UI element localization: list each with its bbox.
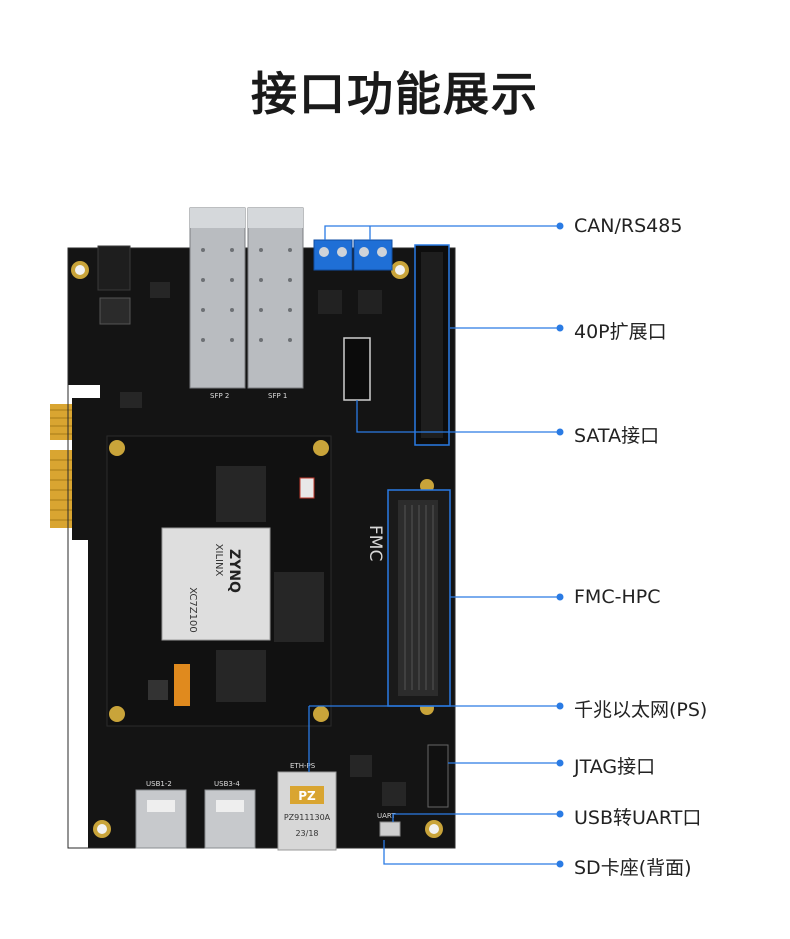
core-module xyxy=(106,435,332,727)
usb1-label: USB1-2 xyxy=(146,780,172,788)
rj45-model-text: PZ911130A xyxy=(284,813,331,822)
chip-model-text: XC7Z100 xyxy=(187,587,198,632)
label-fmc-hpc: FMC-HPC xyxy=(574,586,661,608)
uart-label: UART xyxy=(377,812,396,820)
page-title: 接口功能展示 xyxy=(251,67,539,121)
callout-lines xyxy=(308,225,560,865)
rj45-brand-text: PZ xyxy=(298,789,316,803)
usb-ports xyxy=(135,789,256,849)
can-rs485-terminals xyxy=(313,239,393,314)
misc-chips xyxy=(120,282,406,806)
fmc-hpc-connector xyxy=(387,489,451,707)
label-usb-uart: USB转UART口 xyxy=(574,807,702,829)
jtag-header xyxy=(427,744,449,808)
rj45-jack xyxy=(277,771,337,851)
label-sata: SATA接口 xyxy=(574,425,660,447)
usb-uart-connector xyxy=(379,821,401,837)
callout-dots xyxy=(556,222,564,868)
label-can-rs485: CAN/RS485 xyxy=(574,215,683,237)
chip-brand-text: XILINX xyxy=(213,544,224,577)
label-gigabit-ethernet: 千兆以太网(PS) xyxy=(574,699,708,721)
sata-connector xyxy=(343,337,371,401)
expansion-header-40p xyxy=(414,244,450,446)
rj45-date-text: 23/18 xyxy=(295,829,318,838)
eth-label-text: ETH-PS xyxy=(290,762,316,770)
sfp2-label: SFP 2 xyxy=(210,392,229,400)
label-40p-header: 40P扩展口 xyxy=(574,321,667,343)
fmc-logo-text: FMC xyxy=(365,525,385,561)
label-sd-card: SD卡座(背面) xyxy=(574,857,692,879)
sfp-cages xyxy=(189,207,304,389)
usb2-label: USB3-4 xyxy=(214,780,240,788)
chip-name-text: ZYNQ xyxy=(226,549,242,593)
sfp1-label: SFP 1 xyxy=(268,392,287,400)
label-jtag: JTAG接口 xyxy=(574,756,656,778)
power-jack xyxy=(97,245,131,291)
